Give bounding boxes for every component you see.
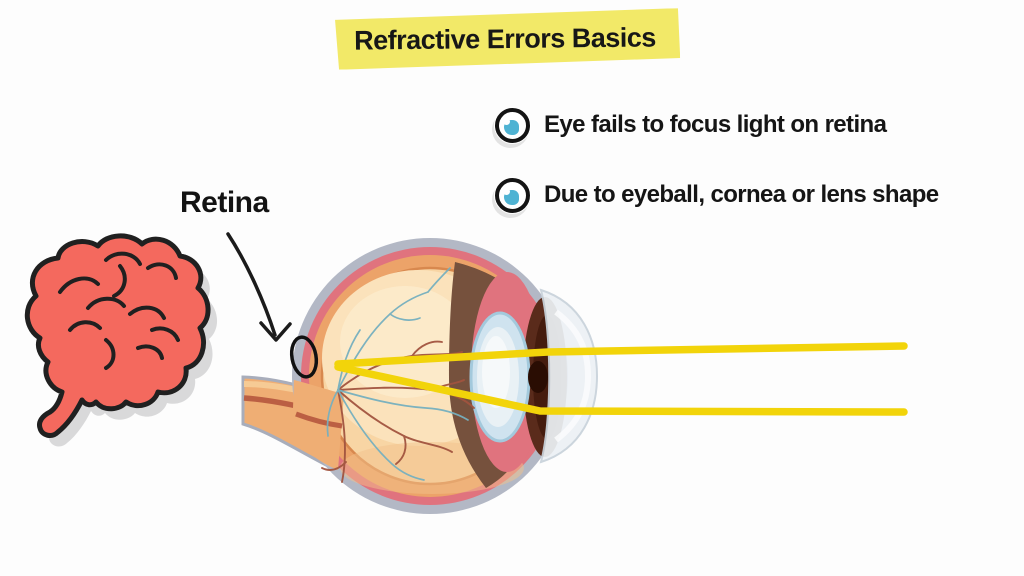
light-rays	[334, 342, 908, 416]
pupil	[528, 361, 548, 393]
bullet-item: Eye fails to focus light on retina	[494, 104, 887, 146]
eye-icon-glint	[503, 187, 510, 195]
lens	[469, 311, 531, 443]
eye-icon-ring	[495, 107, 530, 143]
retina-label: Retina	[180, 186, 269, 219]
bullet-item: Due to eyeball, cornea or lens shape	[494, 174, 939, 216]
retina-arrow	[226, 232, 292, 342]
retina-marker	[289, 335, 319, 379]
retinal-vessels	[321, 267, 475, 483]
optic-nerve-junction	[292, 380, 344, 470]
brain-folds	[58, 251, 180, 370]
eye-icon	[494, 176, 531, 214]
bullet-text: Due to eyeball, cornea or lens shape	[544, 181, 939, 208]
eye-icon	[494, 106, 531, 144]
brain-illustration	[24, 233, 218, 447]
eyeball-cross-section	[292, 238, 599, 514]
brain-body	[24, 233, 211, 438]
light-ray-bottom	[334, 363, 908, 416]
eye-icon-ring	[495, 177, 530, 213]
cornea	[539, 288, 599, 464]
eye-icon-glint	[503, 117, 510, 125]
bullet-text: Eye fails to focus light on retina	[544, 111, 887, 138]
page-title: Refractive Errors Basics	[354, 21, 656, 56]
light-ray-top	[334, 342, 908, 368]
